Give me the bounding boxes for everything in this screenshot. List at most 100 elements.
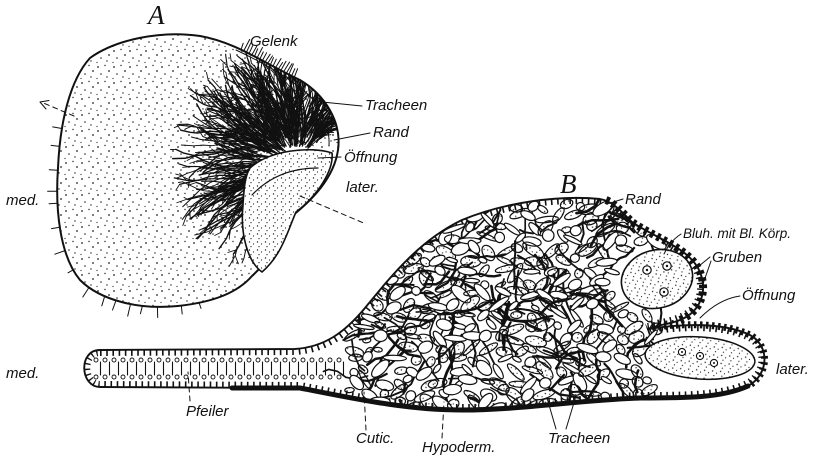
trachea-branch: [336, 101, 337, 111]
trachea-branch: [274, 50, 275, 59]
label-med-a: med.: [6, 192, 39, 209]
trachea-branch: [345, 88, 350, 90]
joint-hair: [241, 43, 243, 49]
trachea-branch: [316, 83, 320, 90]
trachea-branch: [333, 61, 336, 64]
trachea-branch: [335, 92, 340, 96]
trachea-branch: [346, 70, 348, 78]
trachea-branch: [351, 109, 353, 114]
trachea-lumen: [349, 354, 363, 362]
blood-cell-nucleus: [666, 265, 668, 267]
blood-cell-nucleus: [646, 269, 648, 271]
trachea-branch: [364, 77, 369, 80]
label-oeffnung-b: Öffnung: [742, 286, 796, 304]
trachea-branch: [346, 59, 349, 64]
trachea-lumen: [387, 326, 406, 332]
bristle: [49, 170, 58, 171]
trachea-branch: [368, 78, 376, 83]
bristle: [68, 270, 73, 273]
label-cutic: Cutic.: [356, 430, 394, 447]
label-blood: Bluh. mit Bl. Körp.: [683, 226, 791, 241]
trachea-branch: [338, 114, 341, 121]
bristle: [102, 296, 105, 306]
trachea-branch: [372, 69, 374, 75]
lateral-axis-line: [300, 196, 366, 224]
bristle: [52, 227, 60, 228]
trachea-lumen: [461, 256, 481, 268]
bristle: [181, 306, 182, 314]
trachea-branch: [322, 86, 329, 92]
label-pfeiler: Pfeiler: [186, 403, 230, 420]
label-tracheen-a: Tracheen: [365, 97, 427, 114]
trachea-branch: [355, 106, 357, 112]
label-oeffnung-a: Öffnung: [344, 148, 398, 166]
trachea-branch: [339, 80, 340, 87]
joint-hair: [273, 59, 276, 66]
label-gelenk: Gelenk: [250, 33, 299, 50]
trachea-lumen: [362, 337, 371, 343]
trachea-lumen: [444, 234, 460, 243]
bristle: [128, 304, 131, 316]
joint-hair: [292, 69, 295, 76]
trachea-branch: [336, 75, 344, 81]
bristle: [113, 300, 117, 310]
trachea-branch: [334, 114, 340, 117]
joint-hair: [262, 53, 266, 61]
bristle: [140, 306, 142, 314]
trachea-branch: [342, 64, 343, 70]
label-rand-a: Rand: [373, 124, 410, 141]
trachea-lumen: [524, 269, 540, 274]
trachea-lumen: [464, 278, 480, 283]
trachea-lumen: [383, 355, 406, 361]
trachea-lumen: [436, 345, 448, 354]
label-gruben: Gruben: [712, 249, 762, 266]
trachea-branch: [336, 97, 341, 102]
trachea-branch: [344, 75, 345, 83]
trachea-branch: [333, 94, 334, 99]
trachea-branch: [334, 104, 340, 109]
bristle: [51, 145, 60, 146]
trachea-branch: [335, 80, 338, 89]
trachea-branch: [325, 65, 327, 69]
trachea-branch: [279, 54, 281, 58]
trachea-branch: [337, 77, 342, 78]
trachea-lumen: [374, 330, 388, 342]
figure-b-letter: B: [560, 169, 577, 199]
trachea-branch: [302, 74, 307, 77]
trachea-branch: [300, 71, 306, 77]
trachea-branch: [304, 41, 310, 48]
trachea-branch: [351, 86, 352, 92]
bristle: [55, 251, 65, 255]
label-tracheen-b: Tracheen: [548, 430, 610, 447]
leader-oeffnung-b: [700, 296, 740, 318]
trachea-branch: [348, 61, 350, 67]
trachea-branch: [259, 55, 268, 57]
label-med-b: med.: [6, 365, 39, 382]
bristle: [83, 288, 89, 298]
trachea-branch: [330, 78, 335, 82]
trachea-branch: [347, 89, 352, 90]
joint-hair: [244, 39, 250, 51]
label-hypoderm: Hypoderm.: [422, 439, 495, 456]
trachea-branch: [319, 89, 328, 91]
trachea-branch: [345, 101, 347, 110]
joint-hair: [260, 52, 264, 59]
opening-lobe-a: [242, 150, 332, 272]
trachea-lumen: [511, 312, 522, 319]
trachea-branch: [360, 102, 361, 108]
bristle: [199, 303, 201, 309]
trachea-lumen: [373, 347, 382, 352]
trachea-branch: [335, 112, 343, 114]
label-later-a: later.: [346, 179, 379, 196]
trachea-branch: [352, 73, 355, 82]
trachea-branch: [348, 118, 356, 120]
trachea-branch: [312, 79, 314, 82]
trachea-lumen: [616, 222, 629, 234]
trachea-branch: [360, 90, 363, 97]
trachea-branch: [363, 76, 365, 83]
trachea-branch: [300, 66, 304, 74]
trachea-branch: [330, 70, 340, 75]
trachea-branch: [349, 109, 357, 110]
trachea-branch: [291, 54, 297, 61]
